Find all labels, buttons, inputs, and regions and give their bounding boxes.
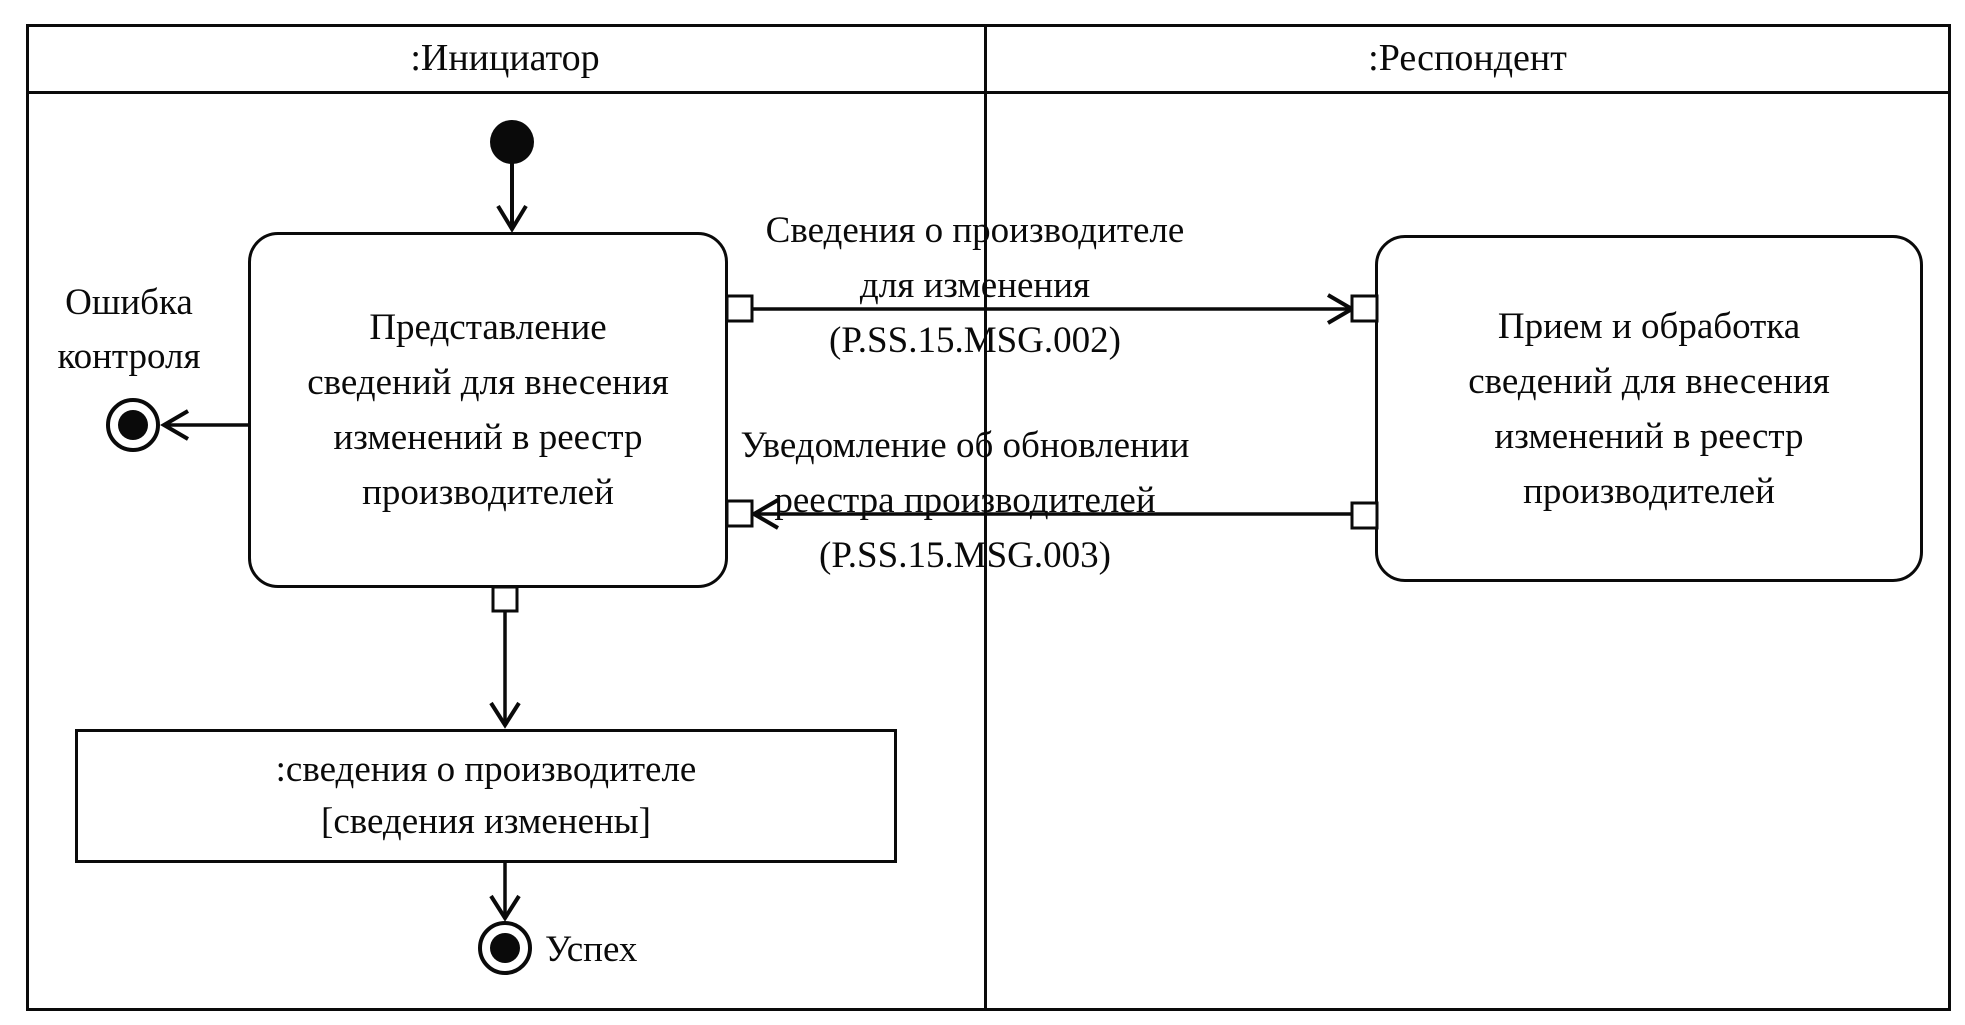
- activity-initiator-line: Представление: [369, 307, 607, 348]
- activity-initiator-action: Представление сведений для внесения изме…: [248, 232, 728, 588]
- error-final-label: Ошибка контроля: [57, 282, 201, 377]
- swimlane-header-initiator: :Инициатор: [410, 37, 600, 79]
- swimlane-divider: [984, 24, 987, 1011]
- message-to-initiator-label: Уведомление об обновлении реестра произв…: [740, 425, 1190, 576]
- message-to-respondent-label: Сведения о производителе для изменения (…: [765, 210, 1185, 361]
- object-node-producer-info: :сведения о производителе [сведения изме…: [75, 729, 897, 863]
- object-node-name: :сведения о производителе: [275, 749, 697, 790]
- activity-respondent-line: сведений для внесения: [1468, 360, 1830, 402]
- swimlane-header-respondent: :Респондент: [1368, 37, 1567, 79]
- activity-respondent-line: производителей: [1523, 470, 1775, 512]
- activity-respondent-line: Прием и обработка: [1497, 305, 1801, 347]
- swimlane-frame: [26, 24, 1951, 1011]
- activity-respondent-action: Прием и обработка сведений для внесения …: [1375, 235, 1923, 582]
- activity-initiator-line: сведений для внесения: [307, 362, 669, 403]
- success-final-label: Успех: [545, 929, 638, 970]
- activity-respondent-line: изменений в реестр: [1494, 415, 1804, 457]
- object-node-state: [сведения изменены]: [321, 801, 651, 842]
- activity-initiator-line: изменений в реестр: [333, 417, 643, 458]
- swimlane-header-divider: [26, 91, 1951, 94]
- activity-initiator-line: производителей: [362, 472, 614, 513]
